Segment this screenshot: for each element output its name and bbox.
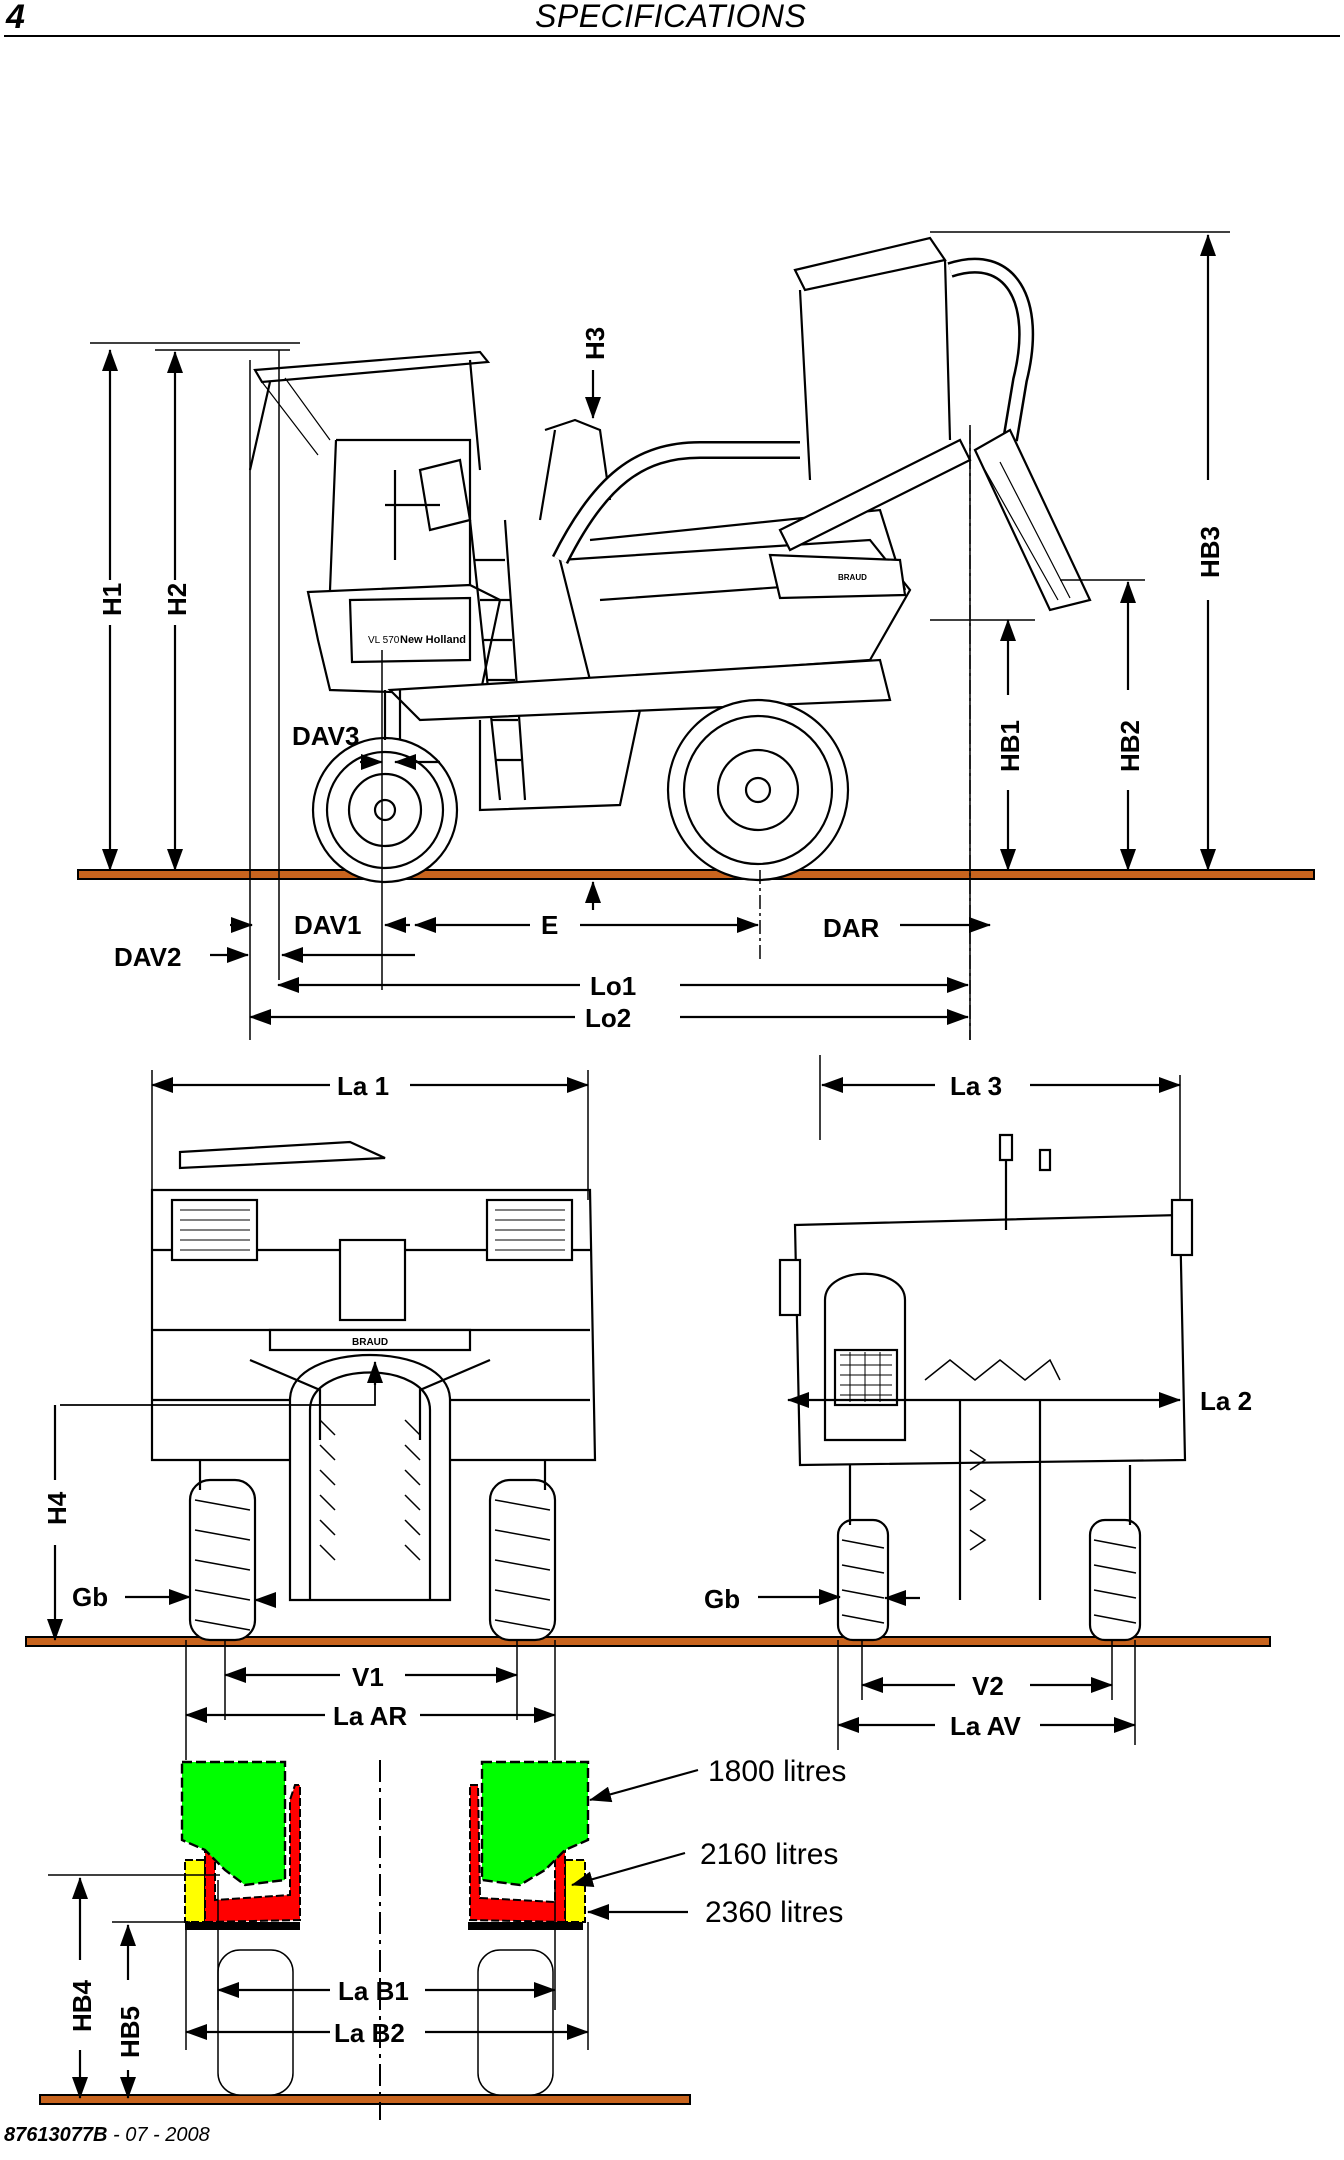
header-rule <box>4 35 1340 37</box>
label-HB4: HB4 <box>67 1979 97 2032</box>
label-Lo2: Lo2 <box>585 1003 631 1033</box>
label-DAV2: DAV2 <box>114 942 181 972</box>
label-V2: V2 <box>972 1671 1004 1701</box>
label-DAV3: DAV3 <box>292 721 359 751</box>
label-H3: H3 <box>580 327 610 360</box>
label-H2: H2 <box>162 583 192 616</box>
front-view <box>778 1133 1194 1642</box>
label-LaAV: La AV <box>950 1711 1021 1741</box>
capacity-2360: 2360 litres <box>705 1896 843 1929</box>
front-dimensions <box>758 1055 1181 1750</box>
rear-dimensions <box>47 1070 589 1760</box>
ground-line-rear <box>25 1636 1271 1647</box>
doc-code: 87613077B <box>4 2124 108 2146</box>
rear-brand-label: BRAUD <box>352 1337 388 1348</box>
bin-brand-label: BRAUD <box>838 573 867 582</box>
side-view: VL 570 New Holland BRAUD <box>77 236 1315 884</box>
doc-revision: - 07 - 2008 <box>107 2124 210 2146</box>
page-footer: 87613077B - 07 - 2008 <box>4 2124 210 2147</box>
ground-line-side <box>77 869 1315 880</box>
label-H4: H4 <box>42 1491 72 1525</box>
label-LaAR: La AR <box>333 1701 407 1731</box>
label-Gb-rear: Gb <box>72 1582 108 1612</box>
label-V1: V1 <box>352 1662 384 1692</box>
label-La2: La 2 <box>1200 1386 1252 1416</box>
hopper-right-yellow <box>564 1859 586 1923</box>
model-label: VL 570 <box>368 635 400 646</box>
ground-line-hopper <box>39 2094 691 2105</box>
label-HB1: HB1 <box>995 720 1025 772</box>
page-title: SPECIFICATIONS <box>535 0 807 34</box>
rear-labels: La 1 H4 Gb V1 La AR <box>42 1071 407 1731</box>
rear-view: BRAUD <box>25 1140 1271 1647</box>
capacity-1800: 1800 litres <box>708 1755 846 1788</box>
label-La3: La 3 <box>950 1071 1002 1101</box>
label-Lo1: Lo1 <box>590 971 636 1001</box>
front-labels: La 3 La 2 Gb V2 La AV <box>704 1071 1252 1741</box>
brand-label: New Holland <box>400 634 466 646</box>
label-HB5: HB5 <box>115 2006 145 2058</box>
label-DAR: DAR <box>823 913 880 943</box>
label-LaB2: La B2 <box>334 2018 405 2048</box>
label-HB3: HB3 <box>1195 526 1225 578</box>
capacity-2160: 2160 litres <box>700 1838 838 1871</box>
label-DAV1: DAV1 <box>294 910 361 940</box>
side-labels: H1 H2 H3 HB1 HB2 HB3 DAV3 DAV1 E DAR DAV… <box>97 327 1225 1033</box>
hopper-labels: HB4 HB5 La B1 La B2 1800 litres 2160 lit… <box>67 1755 846 2058</box>
label-E: E <box>541 910 558 940</box>
label-HB2: HB2 <box>1115 720 1145 772</box>
label-Gb-front: Gb <box>704 1584 740 1614</box>
side-dimensions <box>90 231 1230 1040</box>
page-number: 4 <box>6 0 25 36</box>
label-LaB1: La B1 <box>338 1976 409 2006</box>
label-H1: H1 <box>97 583 127 616</box>
hopper-left-yellow <box>184 1859 206 1923</box>
hopper-left-green <box>180 1760 287 1887</box>
hopper-dimensions <box>48 1768 699 2099</box>
hopper-view <box>39 1760 691 2120</box>
hopper-right-green <box>480 1760 590 1887</box>
label-La1: La 1 <box>337 1071 389 1101</box>
